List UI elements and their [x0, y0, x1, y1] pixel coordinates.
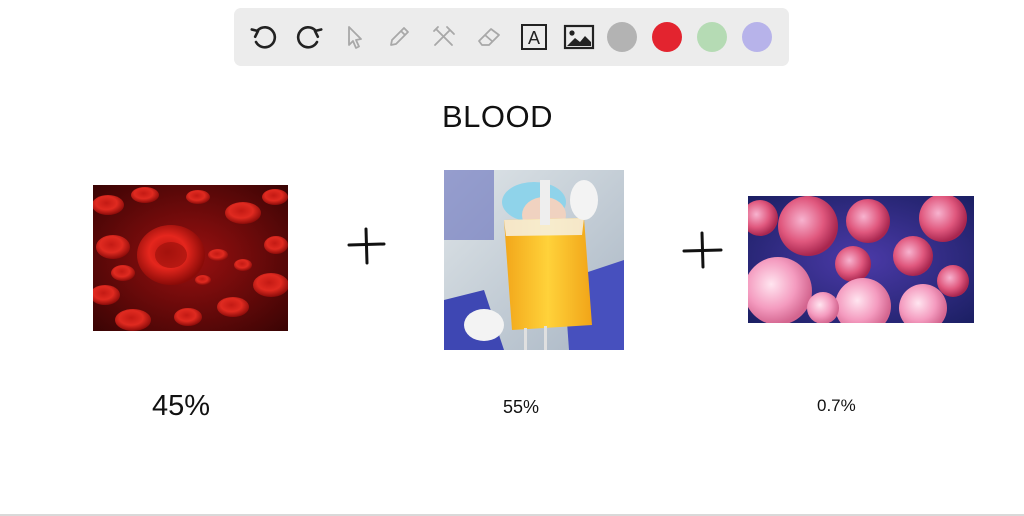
percent-label: 0.7% [817, 396, 856, 415]
undo-button[interactable] [247, 20, 281, 54]
text-icon: A [521, 24, 547, 50]
plasma-bag-image [444, 170, 624, 350]
percent-label: 45% [152, 390, 211, 422]
eraser-icon [478, 28, 500, 46]
eraser-tool-button[interactable] [472, 20, 506, 54]
color-purple-swatch[interactable] [742, 22, 772, 52]
color-gray-swatch[interactable] [607, 22, 637, 52]
white-blood-cells-image [748, 196, 974, 323]
red-blood-cells-image [93, 185, 288, 331]
color-green-swatch[interactable] [697, 22, 727, 52]
plus-sign-icon [347, 227, 386, 265]
image-tool-button[interactable] [562, 20, 596, 54]
text-tool-button[interactable]: A [517, 20, 551, 54]
pointer-icon [348, 26, 362, 49]
redo-button[interactable] [292, 20, 326, 54]
plus-sign-icon [682, 231, 723, 269]
pencil-icon [390, 27, 409, 46]
undo-icon [250, 26, 277, 49]
color-red-swatch[interactable] [652, 22, 682, 52]
tools-icon [433, 26, 455, 46]
image-icon [563, 24, 595, 50]
tools-button[interactable] [427, 20, 461, 54]
percent-label: 55% [503, 397, 540, 417]
redo-icon [296, 26, 323, 49]
select-tool-button[interactable] [337, 20, 371, 54]
pencil-tool-button[interactable] [382, 20, 416, 54]
page-title: BLOOD [442, 99, 554, 134]
drawing-toolbar: A [234, 8, 789, 66]
text-tool-glyph: A [528, 28, 540, 48]
